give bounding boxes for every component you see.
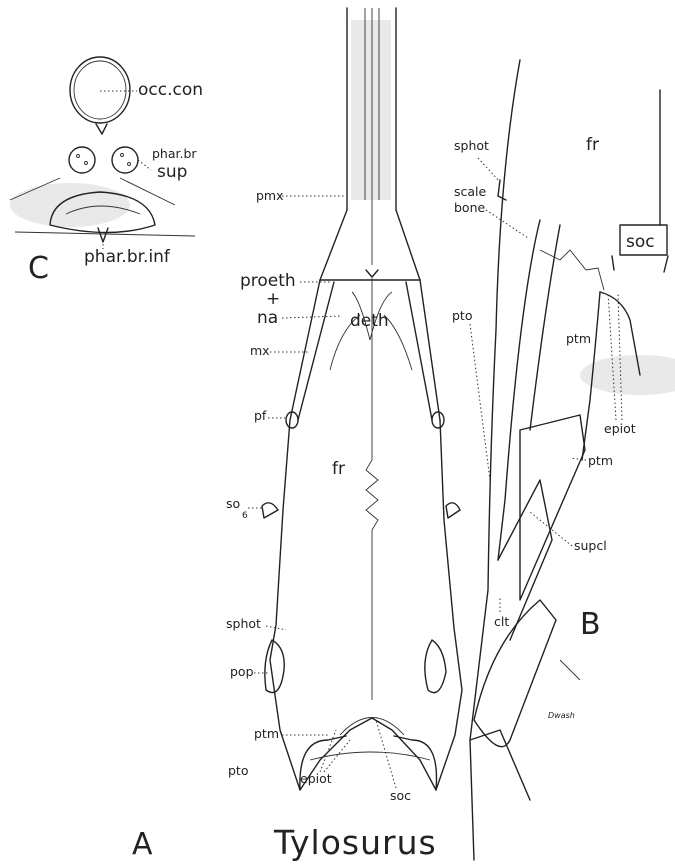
label-so-subscript: 6 bbox=[242, 511, 248, 521]
label-supcl: supcl bbox=[574, 538, 607, 553]
figure-title: Tylosurus bbox=[273, 823, 437, 862]
label-mx: mx bbox=[250, 343, 270, 358]
panel-b-letter: B bbox=[580, 607, 601, 642]
label-fr-b: fr bbox=[586, 135, 599, 155]
panel-a-labels: pmx proeth + na deth mx pf fr so 6 sphot… bbox=[132, 188, 437, 862]
label-ptm-b: ptm bbox=[566, 331, 591, 346]
label-fr-a: fr bbox=[332, 459, 345, 479]
label-soc-b: soc bbox=[626, 232, 655, 252]
label-phar-br: phar.br bbox=[152, 146, 197, 161]
panel-a-letter: A bbox=[132, 827, 153, 862]
label-proeth: proeth bbox=[240, 271, 296, 291]
label-pf: pf bbox=[254, 408, 267, 423]
label-sup: sup bbox=[157, 162, 187, 182]
label-so: so bbox=[226, 496, 240, 511]
label-epiot-a: epiot bbox=[300, 771, 332, 786]
label-bone: bone bbox=[454, 200, 486, 215]
panel-b-drawing bbox=[470, 60, 675, 860]
panel-c-labels: occ.con phar.br sup phar.br.inf C bbox=[28, 80, 203, 286]
label-epiot-b: epiot bbox=[604, 421, 636, 436]
label-pto-b: pto bbox=[452, 308, 472, 323]
artist-signature: Dwash bbox=[548, 711, 575, 720]
label-pto-a: pto bbox=[228, 763, 248, 778]
label-sphot-a: sphot bbox=[226, 616, 261, 631]
panel-c-letter: C bbox=[28, 251, 49, 286]
label-pop: pop bbox=[230, 664, 254, 679]
label-sphot-b: sphot bbox=[454, 138, 489, 153]
label-deth: deth bbox=[350, 311, 389, 331]
label-soc-a: soc bbox=[390, 788, 411, 803]
label-pmx: pmx bbox=[256, 188, 284, 203]
label-ptm2-b: ptm bbox=[588, 453, 613, 468]
label-plus: + bbox=[266, 289, 280, 309]
label-na: na bbox=[257, 308, 278, 328]
label-clt: clt bbox=[494, 614, 509, 629]
panel-a-drawing bbox=[262, 8, 462, 790]
label-occ-con: occ.con bbox=[138, 80, 203, 100]
label-ptm-a: ptm bbox=[254, 726, 279, 741]
label-scale: scale bbox=[454, 184, 487, 199]
label-phar-br-inf: phar.br.inf bbox=[84, 247, 171, 267]
